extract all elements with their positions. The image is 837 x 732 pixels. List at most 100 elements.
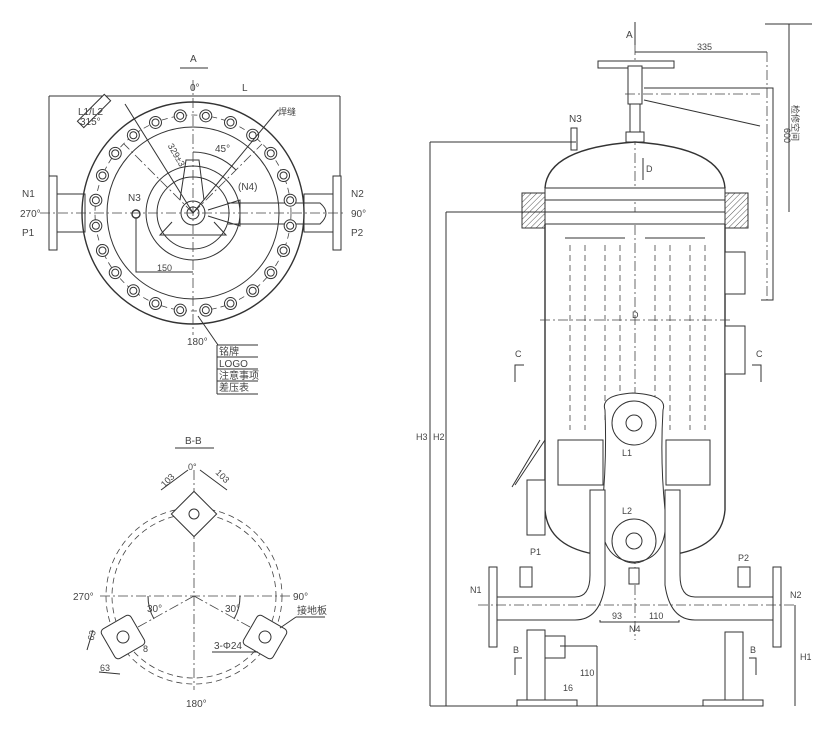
dim-h2: H2 bbox=[433, 432, 445, 442]
bolt-icon bbox=[279, 171, 288, 180]
dome-lid bbox=[544, 141, 726, 189]
angle-90: 90° bbox=[351, 209, 366, 220]
dim-63-b: 63 bbox=[100, 663, 110, 673]
leg-0 bbox=[170, 490, 218, 538]
section-label-a: A bbox=[190, 54, 197, 65]
bolt-icon bbox=[129, 131, 138, 140]
bolt-icon bbox=[176, 306, 185, 315]
dim-16: 16 bbox=[563, 683, 573, 693]
bolt-icon bbox=[224, 297, 238, 311]
bolt-icon bbox=[286, 196, 295, 205]
dim-150: 150 bbox=[157, 263, 172, 273]
bolt-icon bbox=[126, 128, 140, 142]
label-l1l2: L1/L2 bbox=[78, 107, 103, 118]
dim-110-leg: 110 bbox=[580, 668, 594, 678]
bolt-icon bbox=[226, 299, 235, 308]
legend-item: 差压表 bbox=[219, 381, 249, 394]
bb-angle-30-right: 30° bbox=[225, 604, 240, 615]
bolt-icon bbox=[248, 131, 257, 140]
label-n1: N1 bbox=[22, 189, 35, 200]
legend-table: 铭牌 LOGO 注意事项 差压表 bbox=[216, 344, 259, 395]
legend-item: LOGO bbox=[219, 359, 248, 370]
side-label-l2: L2 bbox=[622, 506, 632, 516]
bb-angle-180: 180° bbox=[186, 699, 207, 710]
nozzle-l1l2 bbox=[76, 93, 112, 129]
label-n2: N2 bbox=[351, 189, 364, 200]
ground-plate-label: 接地板 bbox=[297, 604, 327, 617]
bolt-icon bbox=[148, 297, 162, 311]
side-label-c-left: C bbox=[515, 349, 522, 359]
bolt-icon bbox=[264, 266, 278, 280]
bolt-icon bbox=[108, 266, 122, 280]
bolt-icon bbox=[201, 111, 210, 120]
bolt-icon bbox=[201, 306, 210, 315]
bolt-icon bbox=[264, 146, 278, 160]
bolt-icon bbox=[266, 268, 275, 277]
side-label-c-right: C bbox=[756, 349, 763, 359]
side-label-n2: N2 bbox=[790, 590, 802, 600]
side-label-p2: P2 bbox=[738, 553, 749, 563]
label-p2: P2 bbox=[351, 228, 364, 239]
bolt-icon bbox=[111, 268, 120, 277]
side-label-n1: N1 bbox=[470, 585, 482, 595]
bolt-icon bbox=[277, 244, 291, 258]
bolt-icon bbox=[95, 244, 109, 258]
dim-600: 600 bbox=[782, 128, 792, 143]
dim-h1: H1 bbox=[800, 652, 812, 662]
angle-270: 270° bbox=[20, 209, 41, 220]
side-label-b-left: B bbox=[513, 645, 519, 655]
bolt-icon bbox=[199, 109, 213, 123]
bolt-icon bbox=[126, 284, 140, 298]
bolt-icon bbox=[91, 196, 100, 205]
side-label-n3: N3 bbox=[569, 114, 582, 125]
bb-angle-30-left: 30° bbox=[147, 604, 162, 615]
handwheel bbox=[597, 60, 675, 69]
side-label-l1: L1 bbox=[622, 448, 632, 458]
top-view: A 0° L L1/L2 315° 329±3 45° bbox=[20, 54, 366, 395]
dim-335: 335 bbox=[697, 42, 712, 52]
bolt-icon bbox=[176, 111, 185, 120]
leg-left bbox=[526, 629, 546, 701]
bolt-icon bbox=[286, 221, 295, 230]
legend-item: 注意事项 bbox=[219, 369, 259, 382]
bolt-icon bbox=[199, 303, 213, 317]
bolt-icon bbox=[98, 171, 107, 180]
bolt-icon bbox=[108, 146, 122, 160]
bolt-icon bbox=[151, 118, 160, 127]
dim-h3: H3 bbox=[416, 432, 428, 442]
dim-93: 93 bbox=[612, 611, 622, 621]
dim-329: 329±3 bbox=[166, 142, 187, 169]
angle-45: 45° bbox=[215, 144, 230, 155]
bolt-icon bbox=[226, 118, 235, 127]
bolt-icon bbox=[283, 193, 297, 207]
legend-item: 铭牌 bbox=[219, 345, 239, 358]
inlet-pipe-n1 bbox=[495, 489, 606, 621]
inlet-pipe-n2 bbox=[664, 489, 774, 621]
bolt-icon bbox=[95, 168, 109, 182]
side-view: A 335 600 检修空间 N3 D D bbox=[416, 22, 812, 707]
side-section-a: A bbox=[626, 30, 633, 41]
bolt-icon bbox=[266, 149, 275, 158]
side-label-d-mid: D bbox=[632, 310, 639, 320]
bolt-icon bbox=[283, 219, 297, 233]
bolt-icon bbox=[277, 168, 291, 182]
angle-0: 0° bbox=[190, 83, 200, 94]
spindle bbox=[627, 65, 643, 105]
bb-angle-270: 270° bbox=[73, 592, 94, 603]
bolt-icon bbox=[91, 221, 100, 230]
flange-bolts bbox=[89, 109, 297, 317]
bolt-icon bbox=[246, 284, 260, 298]
leg-right bbox=[724, 631, 744, 701]
nozzle-n3 bbox=[131, 209, 141, 219]
bolt-icon bbox=[89, 193, 103, 207]
leg-120 bbox=[242, 614, 288, 660]
label-p1: P1 bbox=[22, 228, 35, 239]
weld-note: 焊缝 bbox=[278, 106, 296, 117]
bolt-icon bbox=[129, 286, 138, 295]
dim-63-a: 63 bbox=[86, 629, 98, 641]
side-label-b-right: B bbox=[750, 645, 756, 655]
nozzle-n3-side bbox=[570, 127, 578, 151]
side-label-d-top: D bbox=[646, 164, 653, 174]
service-space-label: 检修空间 bbox=[790, 105, 801, 141]
